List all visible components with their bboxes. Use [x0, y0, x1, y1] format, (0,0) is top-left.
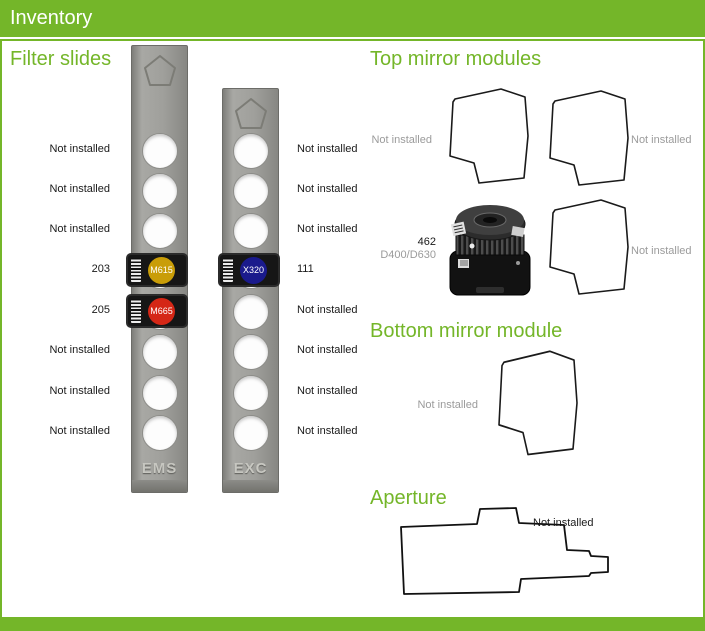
empty-bottom-mirror-outline [498, 350, 578, 456]
ems-slot-column [142, 0, 178, 492]
exc-row-label: Not installed [297, 304, 358, 316]
ems-tower-foot [132, 480, 187, 492]
filter-slot [233, 173, 269, 209]
empty-mirror-slot-outline [549, 90, 629, 186]
filter-slot [233, 375, 269, 411]
ems-tower-label: EMS [141, 460, 178, 477]
filter-slides-heading: Filter slides [10, 48, 112, 70]
filter-color-disc: X320 [240, 256, 267, 284]
ems-row-label: Not installed [49, 143, 110, 155]
exc-row-label: Not installed [297, 223, 358, 235]
ems-row-label: Not installed [49, 223, 110, 235]
ems-row-label: Not installed [49, 344, 110, 356]
filter-slot [233, 294, 269, 330]
installed-module-id: 462 [417, 236, 436, 248]
installed-module-type: D400/D630 [380, 249, 436, 261]
top-mirror-left-status: Not installed [371, 134, 432, 146]
barcode-icon [131, 258, 141, 282]
barcode-icon [131, 299, 141, 323]
ems-row-label: 205 [91, 304, 110, 316]
exc-row-label: Not installed [297, 344, 358, 356]
exc-row-label: 111 [297, 263, 314, 275]
top-mirror-right-status: Not installed [631, 134, 692, 146]
filter-slot [233, 133, 269, 169]
filter-slot [233, 213, 269, 249]
empty-mirror-slot-outline [549, 199, 629, 295]
aperture-heading: Aperture [370, 487, 447, 509]
exc-tower-label: EXC [233, 460, 268, 477]
bottom-mirror-status: Not installed [417, 399, 478, 411]
filter-slot [142, 213, 178, 249]
ems-row-label: Not installed [49, 183, 110, 195]
header-bar: Inventory [0, 0, 705, 37]
filter-slot [142, 133, 178, 169]
filter-chip-x320[interactable]: X320 [218, 253, 280, 287]
filter-slot [233, 415, 269, 451]
exc-row-label: Not installed [297, 385, 358, 397]
filter-color-disc: M615 [148, 256, 175, 284]
filter-slot [142, 173, 178, 209]
up-arrow-icon [144, 55, 176, 86]
filter-chip-m615[interactable]: M615 [126, 253, 188, 287]
exc-tower-foot [223, 480, 278, 492]
exc-row-label: Not installed [297, 183, 358, 195]
up-arrow-icon [235, 98, 267, 129]
empty-mirror-slot-outline [449, 88, 529, 184]
barcode-icon [223, 258, 233, 282]
exc-filter-slide: EXC [222, 88, 279, 493]
exc-slot-column [233, 0, 269, 492]
filter-slot [142, 415, 178, 451]
exc-row-label: Not installed [297, 143, 358, 155]
aperture-status: Not installed [533, 517, 594, 529]
mirror-module-462-image[interactable] [446, 197, 534, 299]
top-mirror-modules-heading: Top mirror modules [370, 48, 542, 70]
ems-row-label: Not installed [49, 385, 110, 397]
ems-row-label: 203 [91, 263, 110, 275]
filter-chip-m665[interactable]: M665 [126, 294, 188, 328]
filter-color-disc: M665 [148, 297, 175, 325]
bottom-mirror-module-heading: Bottom mirror module [370, 320, 563, 342]
page-title: Inventory [10, 7, 93, 29]
exc-row-labels: Not installed Not installed Not installe… [297, 0, 392, 492]
footer-bar [0, 619, 705, 631]
empty-aperture-outline [400, 507, 609, 595]
ems-row-label: Not installed [49, 425, 110, 437]
top-mirror-bottom-right-status: Not installed [631, 245, 692, 257]
filter-slot [233, 334, 269, 370]
ems-row-labels: Not installed Not installed Not installe… [18, 0, 110, 492]
exc-row-label: Not installed [297, 425, 358, 437]
filter-slot [142, 334, 178, 370]
filter-slot [142, 375, 178, 411]
